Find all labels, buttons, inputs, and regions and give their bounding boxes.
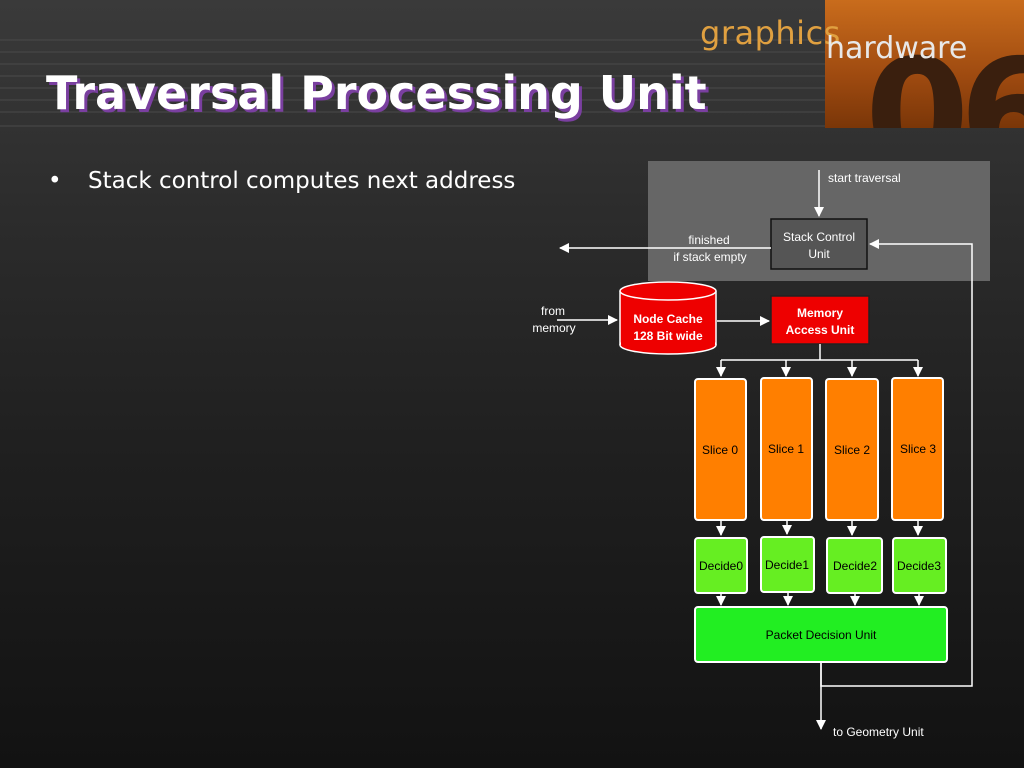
header-lines: [0, 39, 830, 127]
node-cache: [619, 281, 717, 355]
logo-block: 06: [825, 0, 1024, 128]
decide-2: [826, 537, 883, 594]
node-cache-label-1: Node Cache: [633, 312, 703, 326]
logo-graphics: graphics: [700, 14, 841, 52]
decide-1-label: Decide1: [765, 558, 809, 572]
stack-control-label-1: Stack Control: [783, 230, 855, 244]
decide-0: [694, 537, 748, 594]
packet-decision-label: Packet Decision Unit: [766, 628, 877, 642]
slice-2: [825, 378, 879, 521]
decide-3: [892, 537, 947, 594]
stack-control-label-2: Unit: [808, 247, 830, 261]
slice-1: [760, 377, 813, 521]
bullet-dot-icon: •: [48, 168, 62, 194]
decide-0-label: Decide0: [699, 559, 743, 573]
memory-access-label-1: Memory: [797, 306, 843, 320]
from-memory-label-2: memory: [532, 321, 575, 335]
slice-0-label: Slice 0: [702, 443, 738, 457]
decide-1: [760, 536, 815, 593]
slice-0: [694, 378, 747, 521]
slice-3: [891, 377, 944, 521]
finished-label-2: if stack empty: [673, 250, 746, 264]
start-traversal-label: start traversal: [828, 171, 901, 185]
to-geometry-label: to Geometry Unit: [833, 725, 924, 739]
from-memory-label-1: from: [541, 304, 565, 318]
decide-2-label: Decide2: [833, 559, 877, 573]
slide-title: Traversal Processing Unit: [46, 66, 707, 120]
bullet-text: Stack control computes next address: [88, 168, 516, 194]
logo-year: 06: [865, 28, 1024, 128]
logo-hardware: hardware: [826, 31, 968, 66]
stack-control-unit: [770, 218, 868, 270]
slice-2-label: Slice 2: [834, 443, 870, 457]
memory-access-label-2: Access Unit: [786, 323, 855, 337]
node-cache-label-2: 128 Bit wide: [633, 329, 703, 343]
decide-3-label: Decide3: [897, 559, 941, 573]
memory-access-unit: [770, 295, 870, 345]
finished-label-1: finished: [688, 233, 729, 247]
slice-1-label: Slice 1: [768, 442, 804, 456]
slice-3-label: Slice 3: [900, 442, 936, 456]
